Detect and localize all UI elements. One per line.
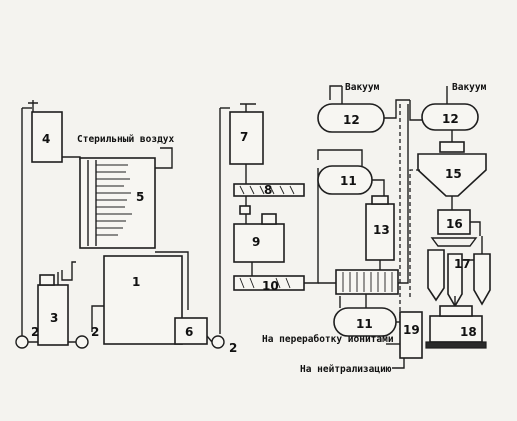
pipe-to-11b [339,294,367,308]
pipe-16-right [470,221,481,236]
packer-18-base [425,341,487,349]
column-5 [79,157,156,249]
evaporator-13-cap [371,195,389,205]
label-2-c: 2 [229,341,237,355]
label-17: 17 [454,257,471,271]
pump-2-a [15,335,29,349]
receiver-12-b [421,103,479,131]
packer-18-top [439,305,473,317]
dryer-17 [427,249,445,302]
pump-2-b [75,335,89,349]
packer-18 [429,315,483,343]
heat-exchanger-tubes [342,272,393,292]
pipe-vacuum-1 [329,85,343,104]
pipe-heat-exchanger [318,104,409,284]
label-9: 9 [252,235,260,249]
label-2-a: 2 [31,325,39,339]
pipe-4-to-5 [62,156,81,160]
label-12-a: 12 [343,113,360,127]
pump-2-c [211,335,225,349]
label-8: 8 [264,183,272,197]
label-16: 16 [446,217,463,231]
pump-connections [28,335,213,343]
to-ionite-processing-label: На переработку ионитами [262,334,394,345]
column-19 [399,311,423,359]
label-2-b: 2 [91,325,99,339]
label-11-a: 11 [340,174,357,188]
filter-8 [233,183,305,197]
pipe-to-neutralization [392,358,405,369]
label-7: 7 [240,130,248,144]
label-6: 6 [185,325,193,339]
pipe-tank4-inlet [28,100,38,112]
pipe-12-right [384,99,410,119]
cyclone-17-a [447,253,463,308]
label-5: 5 [136,190,144,204]
label-13: 13 [373,223,390,237]
pipe-to-12b [409,100,422,121]
vessel-9 [233,223,285,263]
pipe-sterile-air [155,147,173,169]
pipe-11a-right [372,179,385,200]
tank-3 [37,284,69,346]
pipe-17-links [462,236,483,261]
column-5-inner [87,160,97,246]
label-15: 15 [445,167,462,181]
label-11-b: 11 [356,317,373,331]
valve-8-9 [239,205,251,215]
crystallizer-15-motor [439,141,465,153]
heat-exchanger [335,269,399,295]
column-5-plates [96,164,132,236]
vessel-9-motor [261,213,277,225]
pipe-11a-top [317,149,363,166]
pipe-10-to-11 [304,168,319,284]
label-10: 10 [262,279,279,293]
vacuum-label-1: Вакуум [345,82,380,93]
cyclone-17-b [473,253,491,306]
label-19: 19 [403,323,420,337]
sterile-air-label: Стерильный воздух [77,134,175,145]
pipe-1-out [91,305,104,332]
tank-6 [174,317,208,345]
centrifuge-16 [437,209,471,235]
label-3: 3 [50,311,58,325]
hopper-16-17 [430,237,478,247]
filter-10-hatch [239,277,291,289]
dashed-line-15 [409,169,420,300]
tank-4 [31,111,63,163]
label-1: 1 [132,275,140,289]
pipe-tank3-inlet [57,261,76,285]
filter-8-hatch [239,185,295,195]
label-18: 18 [460,325,477,339]
to-neutralization-label: На нейтрализацию [300,364,392,375]
pipe-tank7-top [240,103,256,112]
label-4: 4 [42,132,50,146]
tank-3-cap [39,274,55,286]
label-12-b: 12 [442,112,459,126]
vacuum-label-2: Вакуум [452,82,487,93]
vessel-1 [103,255,183,345]
pipe-5-to-6 [155,251,189,310]
